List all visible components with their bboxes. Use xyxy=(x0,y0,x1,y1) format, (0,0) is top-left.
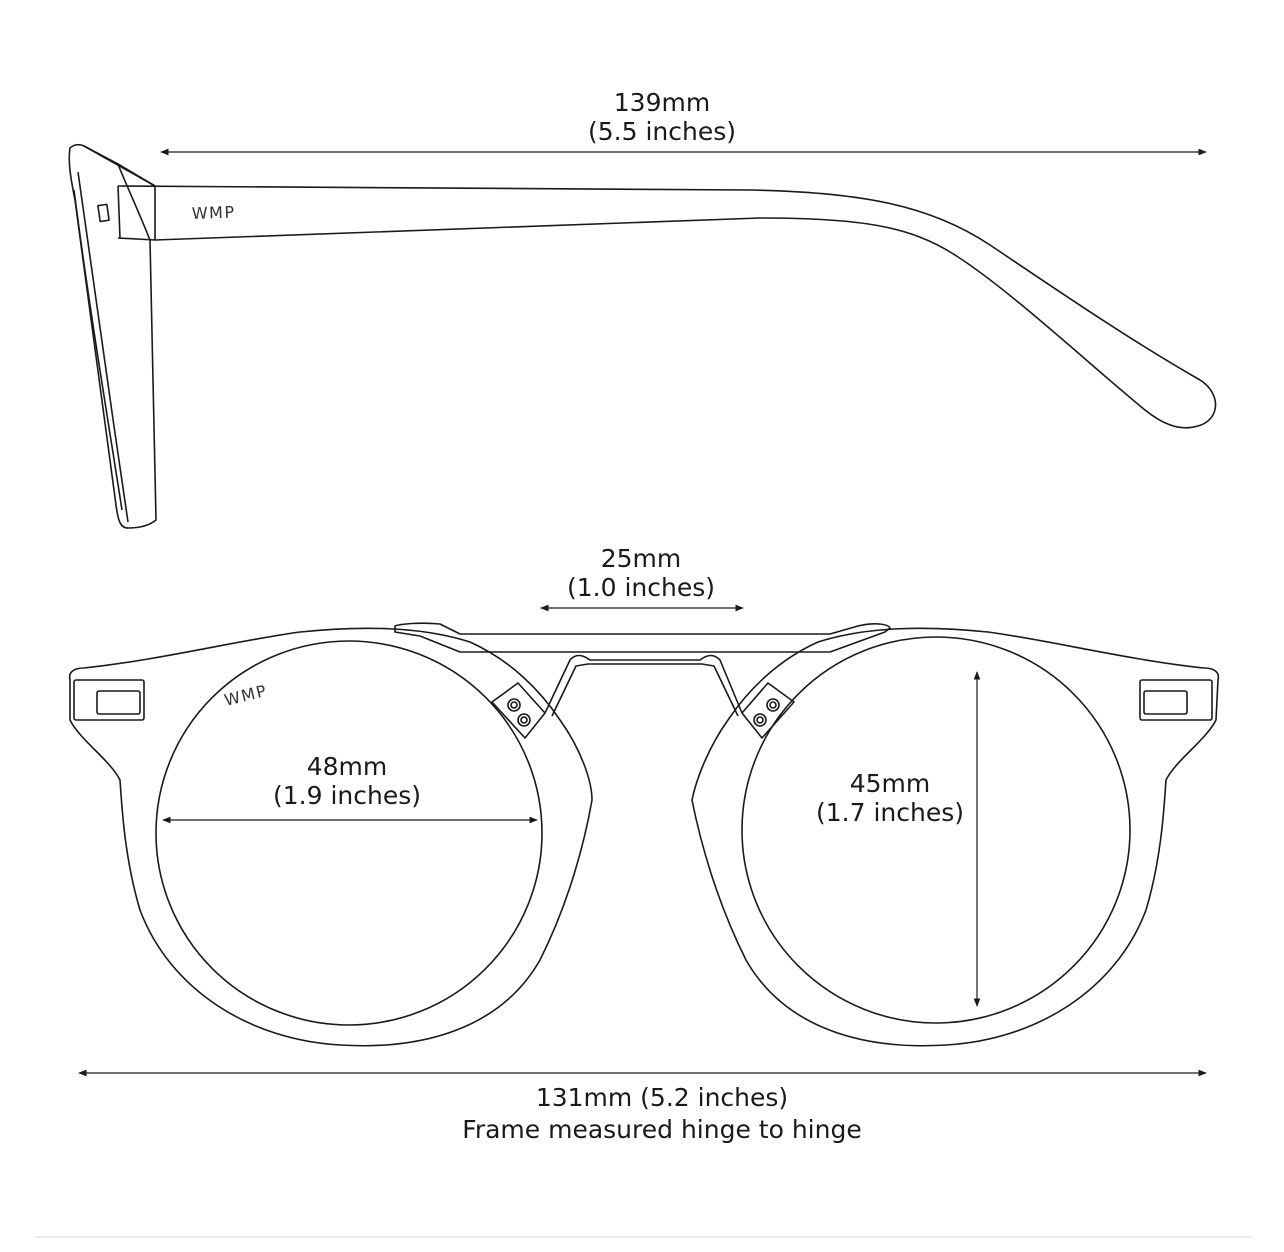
right-lens xyxy=(741,636,1131,1024)
left-hinge-block xyxy=(73,679,145,721)
left-lens xyxy=(155,640,543,1026)
lens-height-inches: (1.7 inches) xyxy=(816,798,964,827)
side-hinge-mark xyxy=(97,203,110,223)
temple-length-inches: (5.5 inches) xyxy=(588,117,736,146)
frame-width-label: 131mm (5.2 inches) Frame measured hinge … xyxy=(392,1082,932,1146)
side-logo-mark: WMP xyxy=(191,202,235,223)
bottom-divider xyxy=(34,1236,1252,1238)
temple-length-label: 139mm (5.5 inches) xyxy=(562,88,762,146)
bridge-width-label: 25mm (1.0 inches) xyxy=(541,544,741,602)
left-screw-top xyxy=(507,698,521,712)
right-temple-slot xyxy=(1143,690,1188,715)
lens-width-mm: 48mm xyxy=(306,752,388,781)
lens-width-label: 48mm (1.9 inches) xyxy=(247,752,447,810)
nose-bridge xyxy=(544,654,743,714)
lens-width-inches: (1.9 inches) xyxy=(273,781,421,810)
frame-width-note: Frame measured hinge to hinge xyxy=(462,1115,862,1144)
right-hinge-block xyxy=(1139,679,1213,721)
left-nose-plate xyxy=(491,682,546,739)
lens-height-label: 45mm (1.7 inches) xyxy=(790,769,990,827)
front-view-glasses xyxy=(68,622,1220,1047)
temple-length-mm: 139mm xyxy=(613,88,711,117)
right-screw-bottom xyxy=(753,713,767,727)
front-logo-mark: WMP xyxy=(222,681,269,710)
frame-width-text: 131mm (5.2 inches) xyxy=(535,1083,789,1112)
bridge-width-inches: (1.0 inches) xyxy=(567,573,715,602)
right-screw-top xyxy=(766,698,780,712)
bridge-width-mm: 25mm xyxy=(600,544,682,573)
left-temple-slot xyxy=(96,690,141,715)
left-frame xyxy=(68,627,593,1047)
brow-bar xyxy=(394,622,891,653)
right-nose-plate xyxy=(741,682,795,739)
right-frame xyxy=(691,627,1220,1047)
side-view-glasses xyxy=(68,143,1217,529)
temple-arm xyxy=(117,185,1217,429)
left-screw-bottom xyxy=(517,713,531,727)
lens-height-mm: 45mm xyxy=(849,769,931,798)
